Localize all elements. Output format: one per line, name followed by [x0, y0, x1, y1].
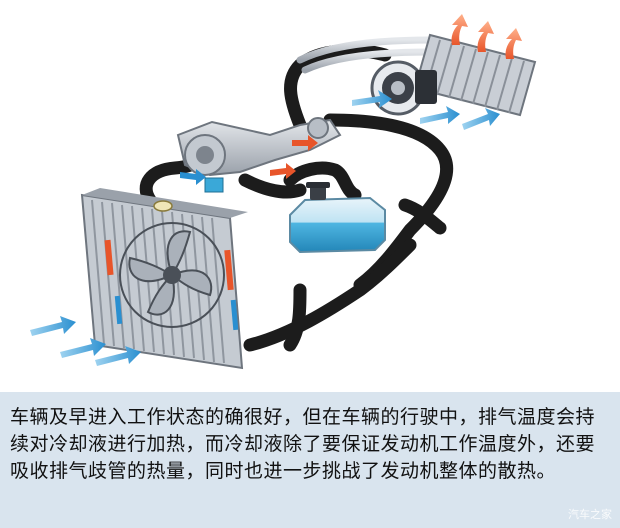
expansion-tank-icon	[289, 182, 386, 254]
water-pump-icon	[176, 117, 342, 193]
hot-air-arrows	[451, 14, 522, 59]
radiator-cold-air-arrows	[30, 316, 141, 366]
blower-fan-icon	[370, 60, 437, 116]
hose-bypass	[238, 173, 307, 199]
fan-icon	[119, 222, 225, 328]
hose-radiator-lower-left	[283, 283, 307, 352]
coolant-hoses	[139, 44, 453, 352]
watermark: 汽车之家	[568, 508, 612, 521]
heater-cold-air-arrows	[352, 90, 500, 130]
caption-panel: 车辆及早进入工作状态的确很好，但在车辆的行驶中，排气温度会持续对冷却液进行加热，…	[0, 392, 620, 528]
heater-pipes	[296, 36, 434, 74]
hose-heater-to-tank	[398, 198, 447, 235]
hose-heater-return	[323, 113, 453, 292]
hose-heater-supply	[284, 44, 392, 132]
flow-arrows-housing	[180, 135, 318, 185]
caption-text: 车辆及早进入工作状态的确很好，但在车辆的行驶中，排气温度会持续对冷却液进行加热，…	[10, 406, 596, 482]
hose-tank-line	[283, 161, 362, 202]
cooling-system-illustration	[30, 14, 537, 370]
hose-radiator-bottom	[243, 238, 417, 352]
